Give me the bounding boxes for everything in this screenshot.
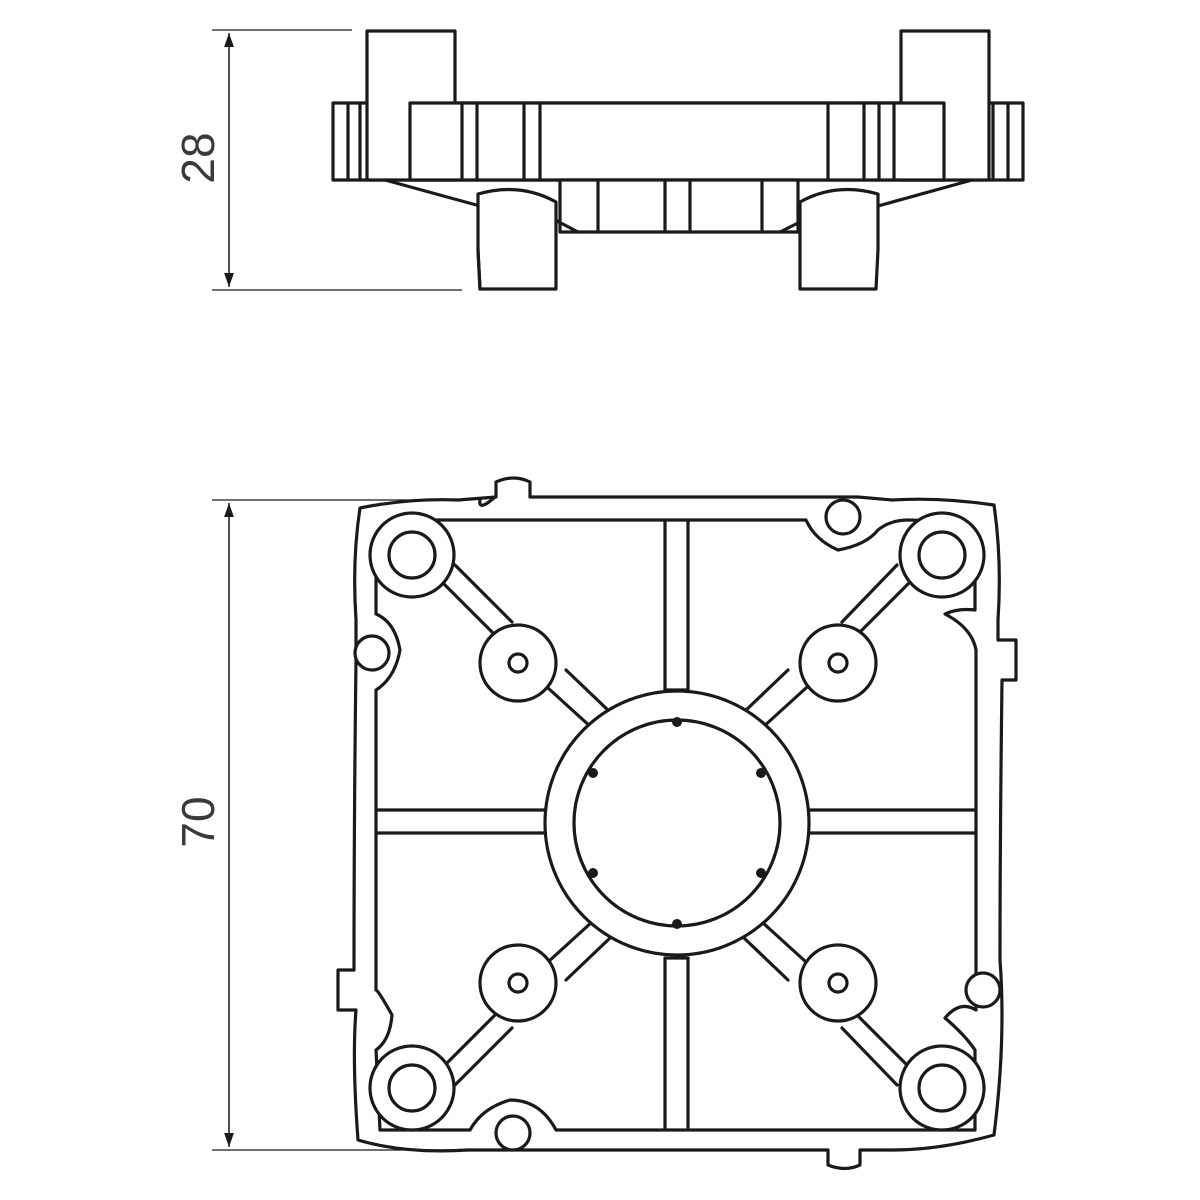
dividers xyxy=(376,520,978,1130)
inner-frame xyxy=(374,518,978,1132)
side-foot-left xyxy=(476,187,558,291)
side-lower-ring xyxy=(383,178,974,234)
central-hub xyxy=(543,689,811,957)
arm-bosses xyxy=(478,623,878,1023)
edge-notches xyxy=(353,498,1002,1152)
outer-frame xyxy=(336,476,1018,1171)
corner-bosses xyxy=(368,511,986,1132)
side-foot-right xyxy=(798,187,880,291)
top-view: 70 xyxy=(172,476,1018,1171)
diagonal-arms xyxy=(438,563,914,1087)
width-dimension-label: 70 xyxy=(172,796,224,847)
side-view: 28 xyxy=(172,29,1025,291)
height-dimension-label: 28 xyxy=(172,132,224,183)
